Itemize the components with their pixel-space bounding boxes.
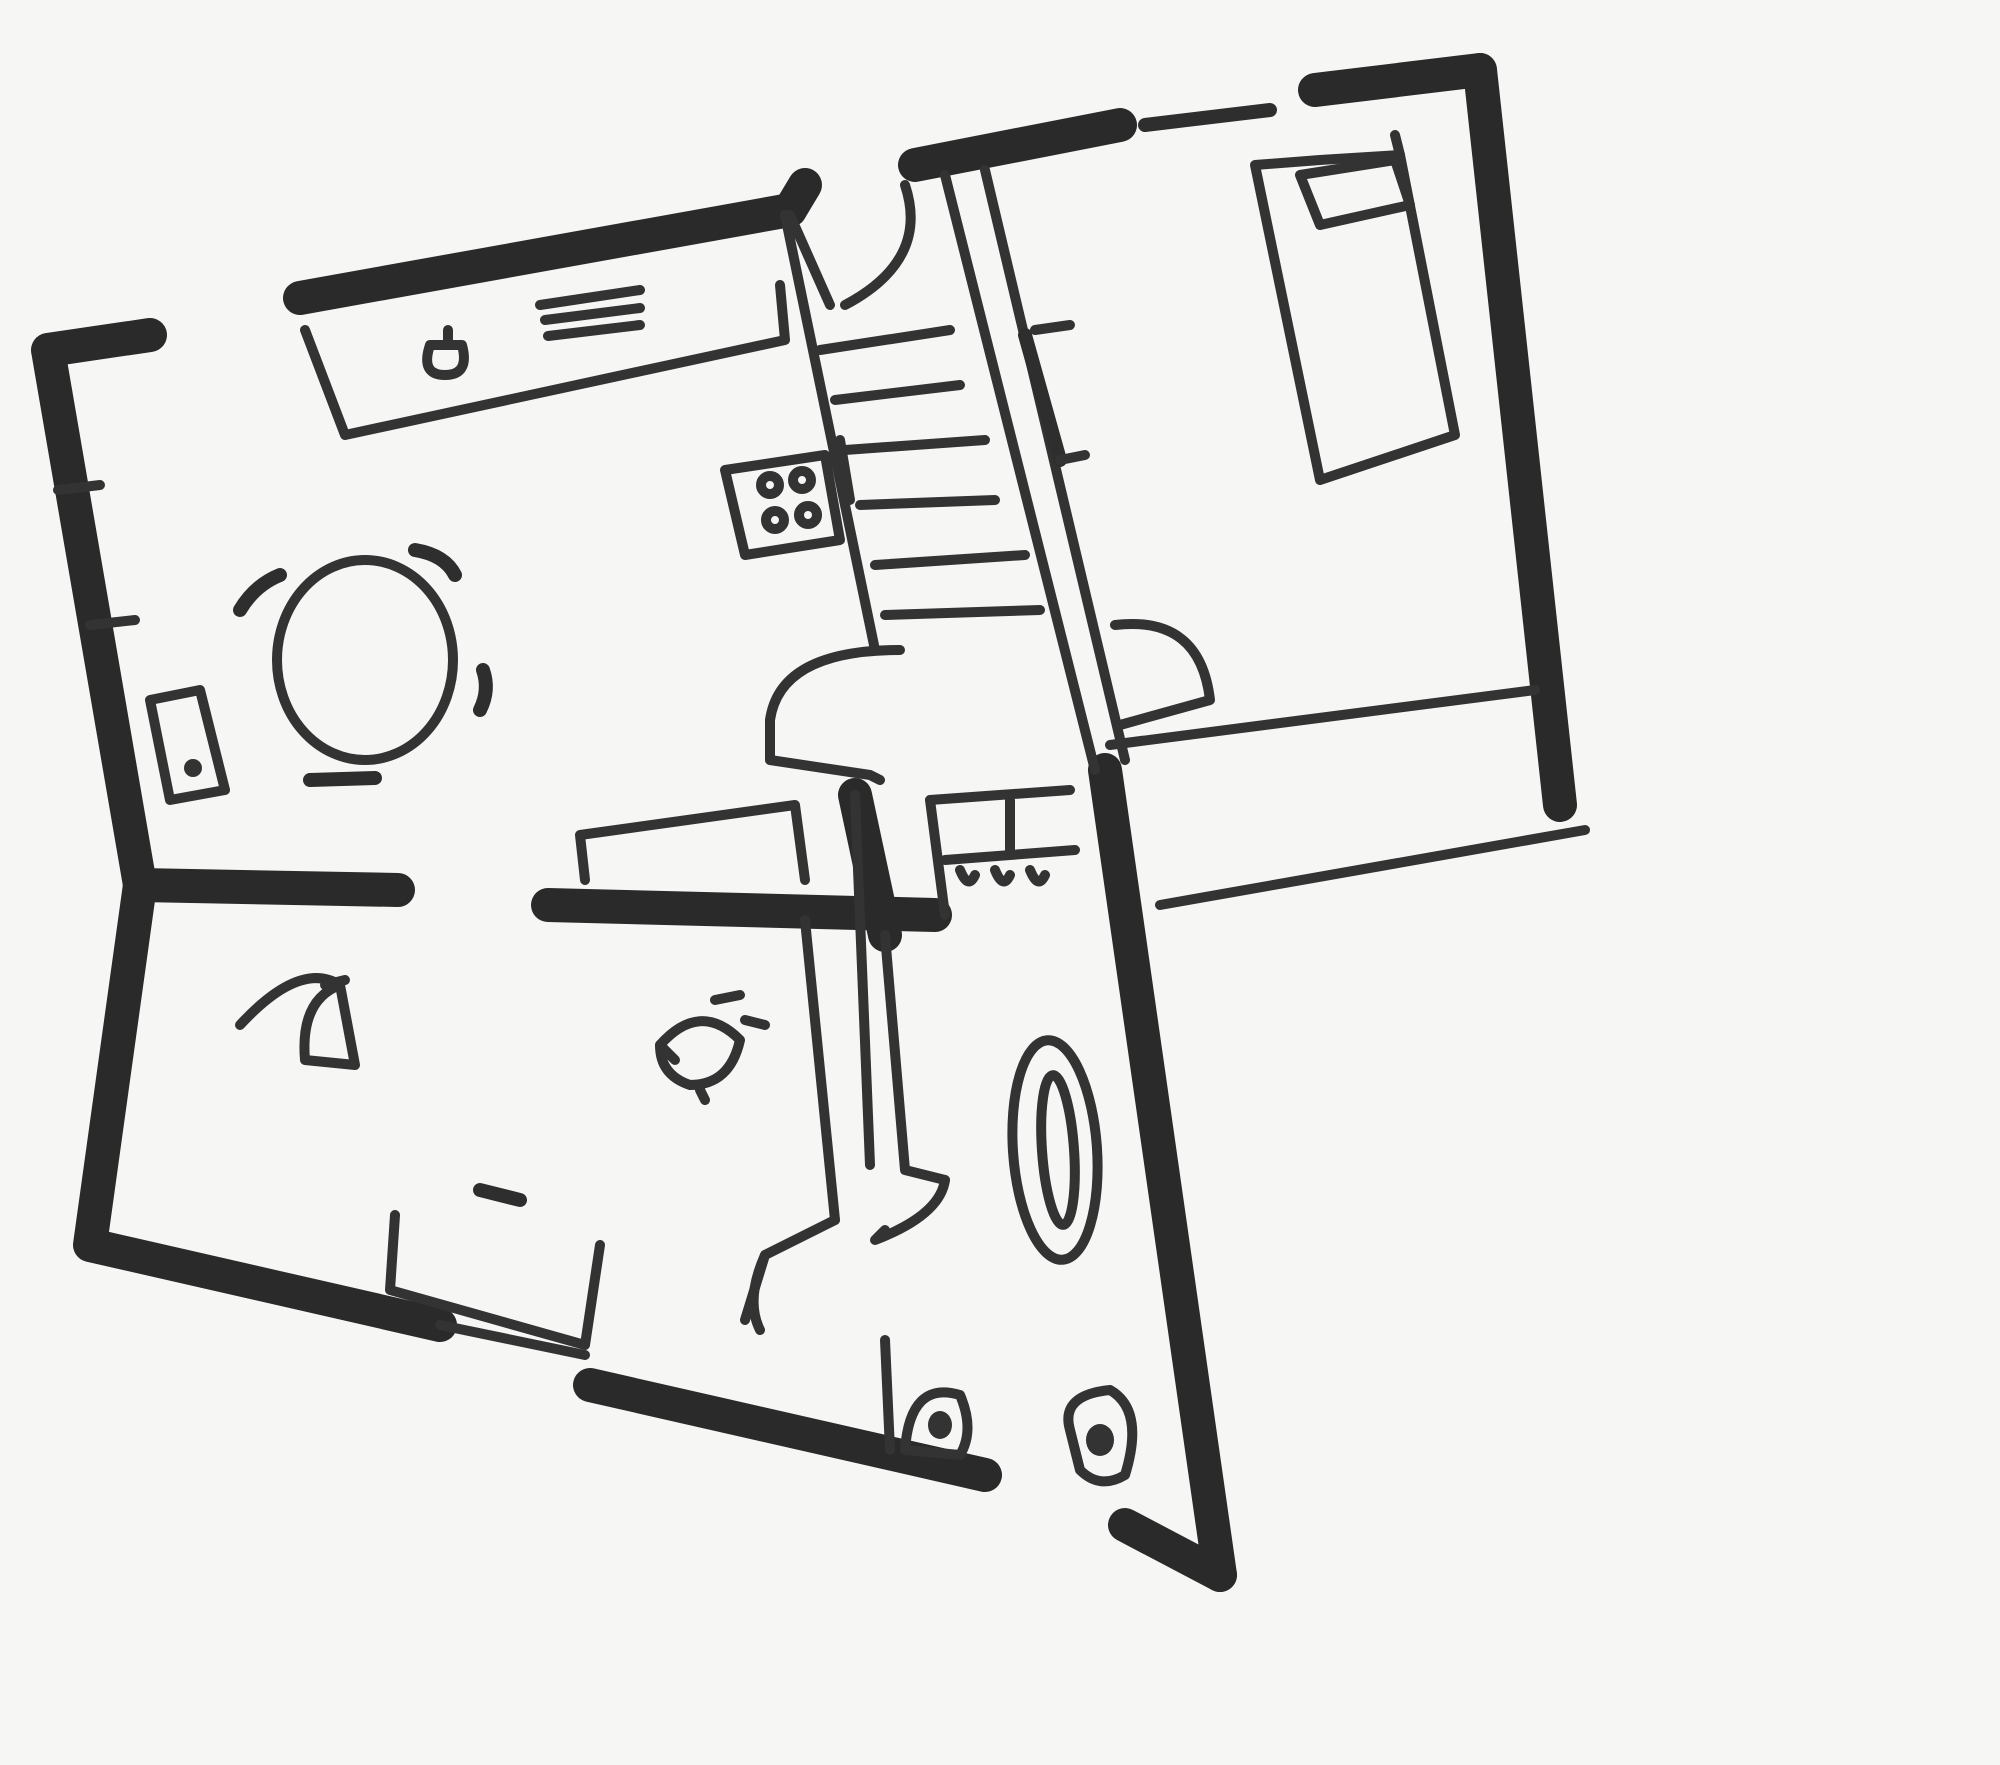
person-chair-icon <box>655 1016 745 1090</box>
bath-door-arc <box>870 1175 950 1245</box>
partitions <box>53 103 1590 1455</box>
kitchen-stair-edge <box>785 210 835 310</box>
window-bottom <box>435 1320 590 1360</box>
desk-mark <box>473 1183 527 1207</box>
wall-top-bedroom <box>1298 53 1497 107</box>
window-top-right <box>1138 103 1277 132</box>
stair-tread <box>835 435 855 505</box>
cabinet-outline <box>145 685 230 805</box>
armchair-icon <box>299 980 360 1070</box>
stair-tread <box>880 605 1045 620</box>
sink-icon <box>1063 1385 1138 1487</box>
vanity-icon <box>955 865 1050 887</box>
window-left-tick-1 <box>53 480 105 495</box>
wall-right-bedroom <box>1463 53 1577 822</box>
burner-icon <box>788 466 816 494</box>
stair-tread <box>830 380 965 405</box>
wall-top-kitchen <box>283 193 807 315</box>
bath-wall-left <box>800 915 840 1225</box>
wall-corridor-bottom <box>1108 1508 1237 1592</box>
hob-outline <box>720 450 845 560</box>
bedroom-bottom-wall <box>1155 825 1590 910</box>
drainer-line <box>540 303 645 325</box>
stair-handrail-bar <box>1018 328 1067 467</box>
person-chair-ticks <box>655 990 770 1105</box>
bedroom-lower-wall <box>1105 685 1540 750</box>
corridor-left-wall <box>880 930 950 1185</box>
round-table <box>272 555 458 765</box>
dining-set <box>233 543 493 787</box>
toilet-bowl <box>928 1411 952 1439</box>
walls <box>31 53 1577 1592</box>
bed-outline <box>1250 150 1460 485</box>
hall-door-arc <box>840 180 916 310</box>
side-cabinet <box>145 685 230 805</box>
pillow-icon <box>1295 155 1415 230</box>
chair-mark <box>408 543 462 582</box>
bench-outline <box>575 800 810 885</box>
burner-icon <box>761 506 789 534</box>
burner-icon <box>794 501 822 529</box>
wall-partition-left <box>123 868 415 907</box>
hob <box>720 450 845 560</box>
stair-rail-right-a <box>940 170 1100 775</box>
bathtub-outer <box>1007 1035 1103 1265</box>
stair-handrail-tick-1 <box>1030 320 1075 335</box>
cabinet-knob <box>184 759 202 777</box>
landing-arc-right <box>1110 619 1215 730</box>
kitchen-counter <box>300 280 790 440</box>
chair-mark <box>233 568 287 617</box>
bed-side-tick <box>1390 130 1405 160</box>
drainer-line <box>543 320 645 341</box>
hall-step-top <box>925 785 1075 805</box>
wc-wall <box>880 1335 895 1455</box>
landing-arc-left <box>765 645 905 765</box>
stair-tread <box>855 495 1000 510</box>
stair-tread <box>815 325 955 355</box>
wall-top-hall <box>898 108 1137 182</box>
stair-rail-right-b <box>980 165 1130 765</box>
counter-outline <box>300 280 790 440</box>
wall-left-lower <box>73 868 457 1342</box>
wall-bottom-right <box>573 1368 1002 1492</box>
desk-outline <box>385 1210 605 1350</box>
bedroom-furniture <box>1250 130 1460 485</box>
wall-corridor-vertical <box>1088 753 1237 1592</box>
wall-top-stair-left <box>773 168 822 227</box>
chair-mark <box>303 771 382 787</box>
sink-basin <box>1086 1424 1114 1456</box>
window-left-tick-2 <box>85 615 140 630</box>
bathtub-inner <box>1036 1070 1080 1230</box>
bench <box>575 800 810 885</box>
drainer-line <box>535 285 645 310</box>
wall-left-upper <box>31 318 167 902</box>
armchair-back <box>320 975 350 990</box>
stair-tread <box>870 550 1030 570</box>
bathroom-fixtures <box>900 865 1138 1487</box>
toilet-icon <box>900 1387 973 1460</box>
stair-rail-left <box>780 210 880 655</box>
chair-mark <box>473 663 493 717</box>
landing-step <box>765 755 885 785</box>
stair-handrail-tick-2 <box>1055 450 1090 465</box>
stair-tread <box>840 435 990 455</box>
lower-room-furniture <box>235 973 770 1360</box>
sink-icon <box>422 340 469 380</box>
burner-icon <box>756 471 784 499</box>
hall-step-bottom <box>940 845 1080 865</box>
staircase <box>815 320 1090 620</box>
hall-step-left <box>925 795 950 920</box>
bath-door-swing <box>748 1250 770 1335</box>
corridor-inner <box>850 790 875 1170</box>
